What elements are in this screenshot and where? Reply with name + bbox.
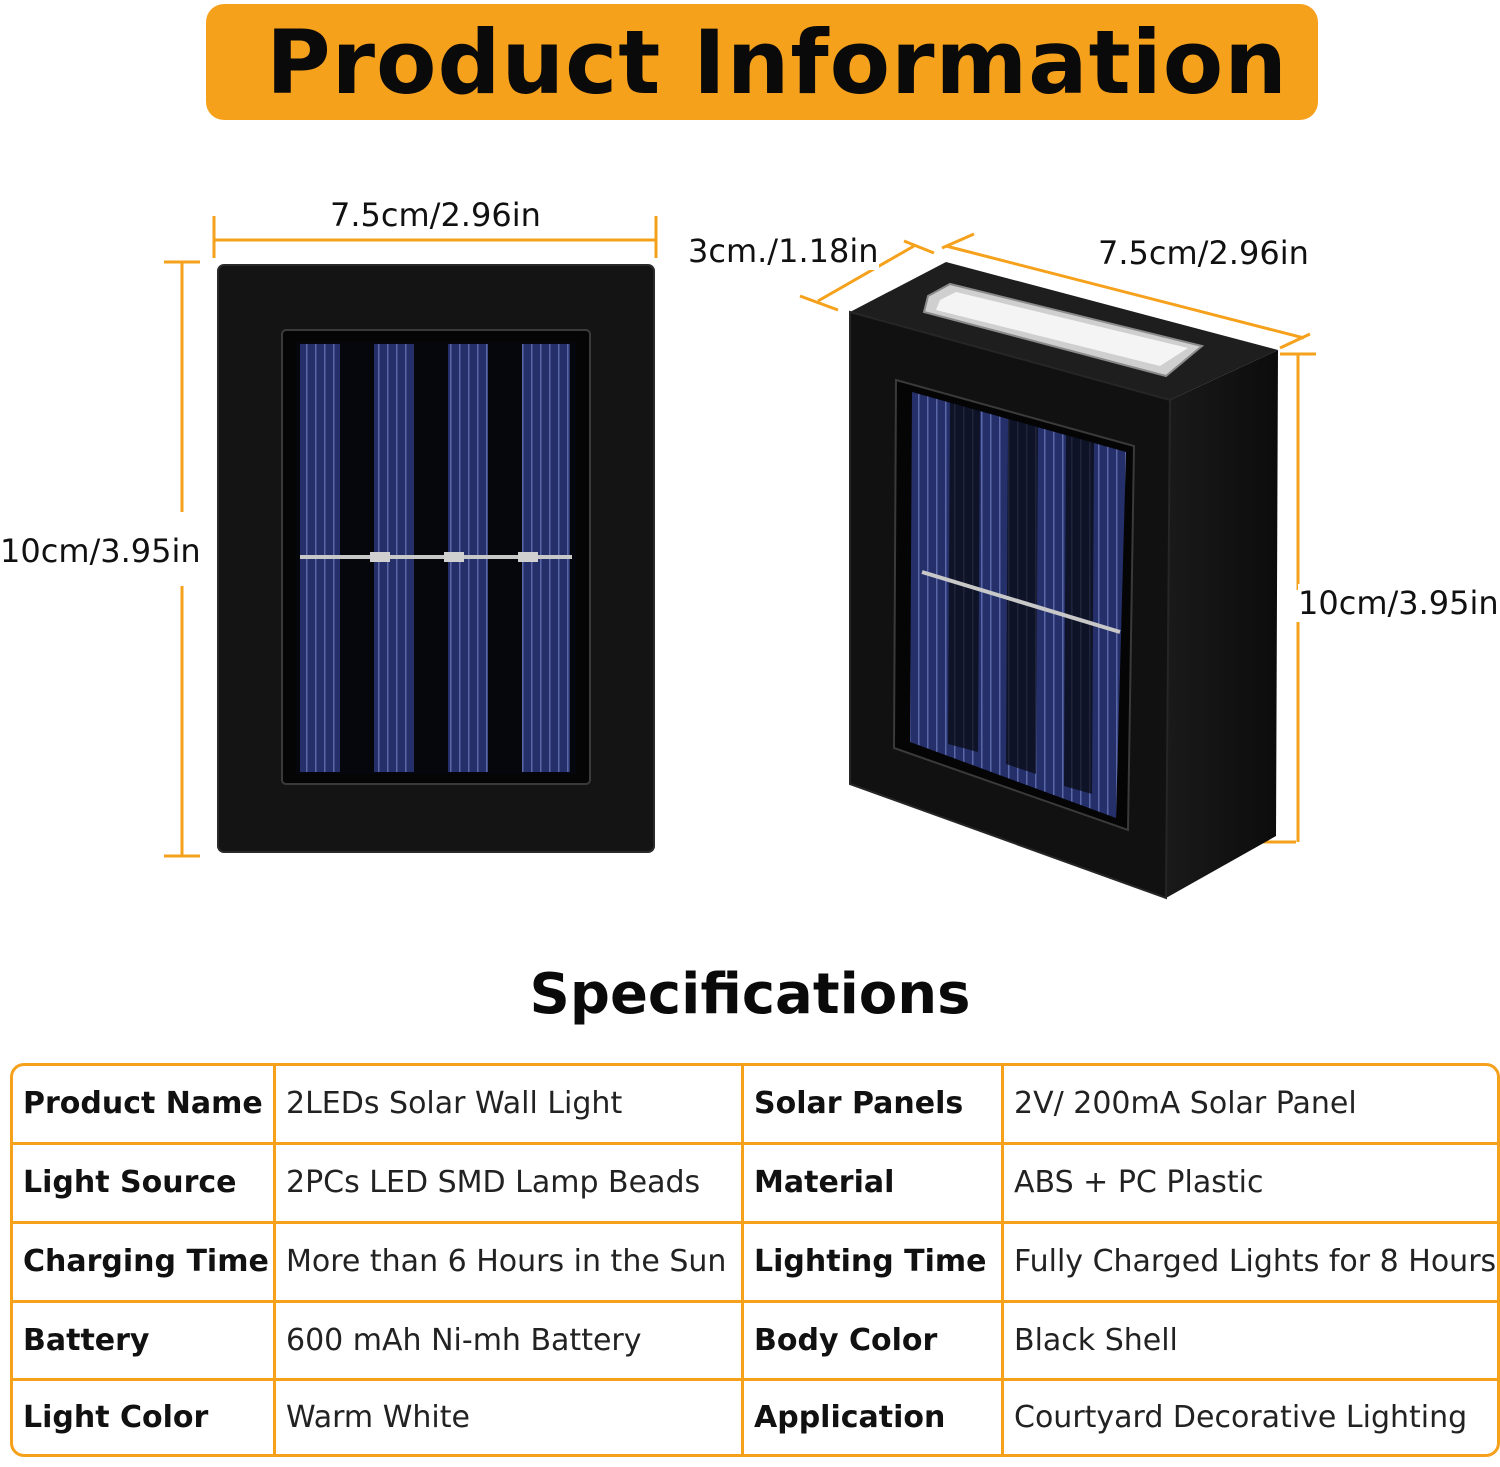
spec-key: Material	[744, 1144, 1004, 1224]
side-depth-dimension-line	[799, 239, 935, 312]
spec-value: 2PCs LED SMD Lamp Beads	[276, 1144, 744, 1224]
spec-value: Courtyard Decorative Lighting	[1014, 1400, 1468, 1436]
product-illustration	[164, 216, 1316, 900]
spec-key: Body Color	[744, 1302, 1004, 1382]
table-row: Battery 600 mAh Ni-mh Battery Body Color…	[13, 1302, 1497, 1382]
specifications-table: Product Name 2LEDs Solar Wall Light Sola…	[10, 1063, 1500, 1457]
table-row: Light Source 2PCs LED SMD Lamp Beads Mat…	[13, 1144, 1497, 1224]
spec-value: 2V/ 200mA Solar Panel	[1004, 1066, 1497, 1145]
side-width-dimension-line	[941, 232, 1311, 350]
side-width-label: 7.5cm/2.96in	[1098, 234, 1309, 272]
table-row: Light Color Warm White Application Court…	[13, 1381, 1497, 1454]
side-height-dimension-line	[1260, 352, 1316, 844]
spec-value: Fully Charged Lights for 8 Hours	[1004, 1224, 1497, 1303]
front-view-light	[217, 264, 655, 853]
spec-key: Solar Panels	[744, 1066, 1004, 1145]
spec-key: Light Color	[13, 1381, 276, 1454]
front-width-label: 7.5cm/2.96in	[330, 196, 541, 234]
spec-key: Application	[744, 1381, 1004, 1454]
page-title: Product Information	[266, 10, 1288, 114]
spec-key: Charging Time	[13, 1223, 276, 1303]
front-width-dimension-line	[212, 216, 658, 258]
front-height-dimension-line	[164, 260, 200, 858]
side-depth-label: 3cm./1.18in	[688, 232, 879, 270]
table-row: Charging Time More than 6 Hours in the S…	[13, 1223, 1497, 1303]
spec-key: Lighting Time	[744, 1223, 1004, 1303]
spec-value: 600 mAh Ni-mh Battery	[276, 1302, 744, 1382]
spec-value: 2LEDs Solar Wall Light	[276, 1066, 744, 1145]
side-height-label: 10cm/3.95in	[1298, 584, 1499, 622]
table-row: Product Name 2LEDs Solar Wall Light Sola…	[13, 1066, 1497, 1145]
spec-key: Light Source	[13, 1144, 276, 1224]
spec-value: ABS + PC Plastic	[1004, 1145, 1497, 1224]
side-view-light	[849, 262, 1278, 900]
spec-key: Product Name	[13, 1066, 276, 1145]
front-height-label: 10cm/3.95in	[0, 532, 201, 570]
spec-key: Battery	[13, 1302, 276, 1382]
spec-value: Black Shell	[1004, 1303, 1497, 1382]
spec-value: More than 6 Hours in the Sun	[276, 1223, 744, 1303]
specifications-title: Specifications	[529, 962, 971, 1027]
spec-value: Warm White	[276, 1381, 744, 1454]
title-banner: Product Information	[206, 4, 1318, 120]
